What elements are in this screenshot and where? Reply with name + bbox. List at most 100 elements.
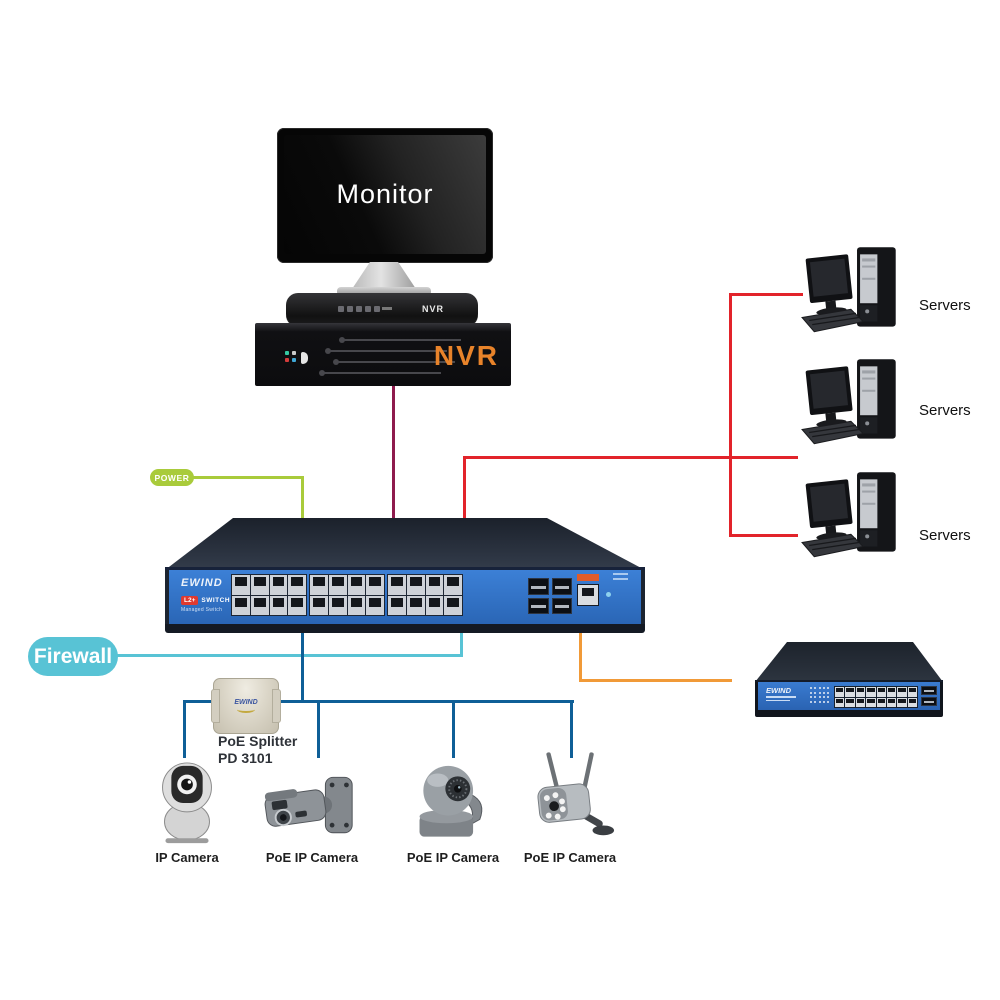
power-line-horizontal (192, 476, 304, 479)
poe-bullet-camera-icon (257, 760, 367, 850)
led-dot (827, 691, 830, 694)
rj45-port (328, 575, 347, 595)
led-dot (827, 700, 830, 703)
led-dot (818, 696, 821, 699)
uplink-line-horizontal (579, 679, 732, 682)
power-line-vertical (301, 476, 304, 518)
rj45-port (406, 595, 425, 615)
poe-wifi-camera-icon (515, 752, 625, 846)
rj45-port (866, 687, 876, 697)
main-switch-model: L2+ SWITCH (181, 596, 230, 605)
rj45-port (250, 595, 269, 615)
switch-to-servers-line-vertical (463, 456, 466, 518)
rj45-port (845, 687, 855, 697)
camera4-drop-line (570, 700, 573, 758)
server-label: Servers (919, 402, 971, 419)
vent-line (325, 348, 447, 354)
rj45-port (250, 575, 269, 595)
rj45-port (866, 697, 876, 707)
led-dot (810, 696, 812, 699)
ip-camera-dome-icon (132, 760, 242, 850)
rj45-port (897, 687, 907, 697)
monitor-screen: Monitor (284, 135, 486, 254)
rj45-port (388, 575, 406, 595)
firewall-line-vertical (460, 624, 463, 657)
server1-branch-line (729, 293, 803, 296)
rj45-port (855, 687, 866, 697)
led-dot (818, 687, 821, 689)
rj45-port (232, 575, 250, 595)
rj45-port (907, 687, 917, 697)
nvr-to-switch-line (392, 385, 395, 519)
led-dot (810, 691, 812, 694)
monitor-stand (352, 262, 416, 289)
rj45-port (310, 595, 328, 615)
poe-splitter-name: PoE Splitter (218, 733, 298, 749)
rj45-port (366, 575, 384, 595)
server-icon (800, 243, 912, 339)
uplink-line-vertical (579, 614, 582, 682)
rj45-port (897, 697, 907, 707)
small-switch-bottom-edge (755, 710, 943, 717)
rj45-port (876, 687, 886, 697)
led-dot (822, 687, 825, 689)
sfp-port (528, 578, 549, 595)
server-label: Servers (919, 297, 971, 314)
poe-splitter-image: EWIND (211, 678, 281, 734)
rj45-port (907, 697, 917, 707)
main-switch-top-face (165, 518, 645, 570)
rj45-port (876, 697, 886, 707)
rj45-port (425, 575, 444, 595)
rj45-port (310, 575, 328, 595)
camera3-drop-line (452, 700, 455, 758)
rj45-port (269, 575, 288, 595)
vent-line (339, 337, 461, 343)
camera-label: PoE IP Camera (265, 850, 359, 865)
poe-ptz-camera-icon (398, 760, 508, 850)
rj45-port (388, 595, 406, 615)
sfp-port (551, 578, 572, 595)
led-dot (810, 700, 812, 703)
camera-label: IP Camera (155, 850, 219, 865)
console-led (606, 592, 611, 597)
main-switch-bottom-edge (165, 624, 645, 633)
servers-bus-line (729, 293, 732, 537)
monitor-label: Monitor (336, 179, 434, 209)
rj45-port (835, 687, 845, 697)
nvr-recorder-image: NVR (255, 323, 511, 386)
rj45-port (845, 697, 855, 707)
small-switch-brand: EWIND (766, 686, 791, 695)
power-badge: POWER (150, 469, 194, 486)
led-dot (827, 687, 830, 689)
small-switch-sfp-grid (921, 686, 937, 706)
camera2-drop-line (317, 700, 320, 758)
vent-line (333, 359, 455, 365)
small-switch-port-grid (834, 686, 918, 708)
console-port (577, 584, 599, 606)
rj45-port (444, 575, 462, 595)
server3-branch-line (729, 534, 798, 537)
rj45-port-group (231, 574, 307, 616)
rj45-port (347, 595, 366, 615)
camera-label: PoE IP Camera (406, 850, 500, 865)
main-switch-subtitle: Managed Switch (181, 607, 223, 613)
camera-label: PoE IP Camera (523, 850, 617, 865)
led-dot (827, 696, 830, 699)
nvr-player-label: NVR (421, 304, 444, 314)
main-switch-sfp-grid (528, 578, 572, 614)
nvr-player-buttons (338, 306, 380, 312)
vent-line (319, 370, 441, 376)
rj45-port (288, 595, 306, 615)
rj45-port (886, 697, 897, 707)
small-switch-print-marks (766, 696, 796, 703)
console-port-tag (577, 574, 599, 581)
poe-splitter-model: PD 3101 (218, 750, 273, 766)
monitor-stand-base (337, 287, 431, 296)
panel-print-marks (613, 573, 628, 583)
nvr-player-image: NVR (286, 293, 478, 326)
nvr-led-indicators (285, 351, 311, 367)
sfp-port (921, 686, 937, 695)
firewall-badge: Firewall (28, 637, 118, 676)
rj45-port (232, 595, 250, 615)
